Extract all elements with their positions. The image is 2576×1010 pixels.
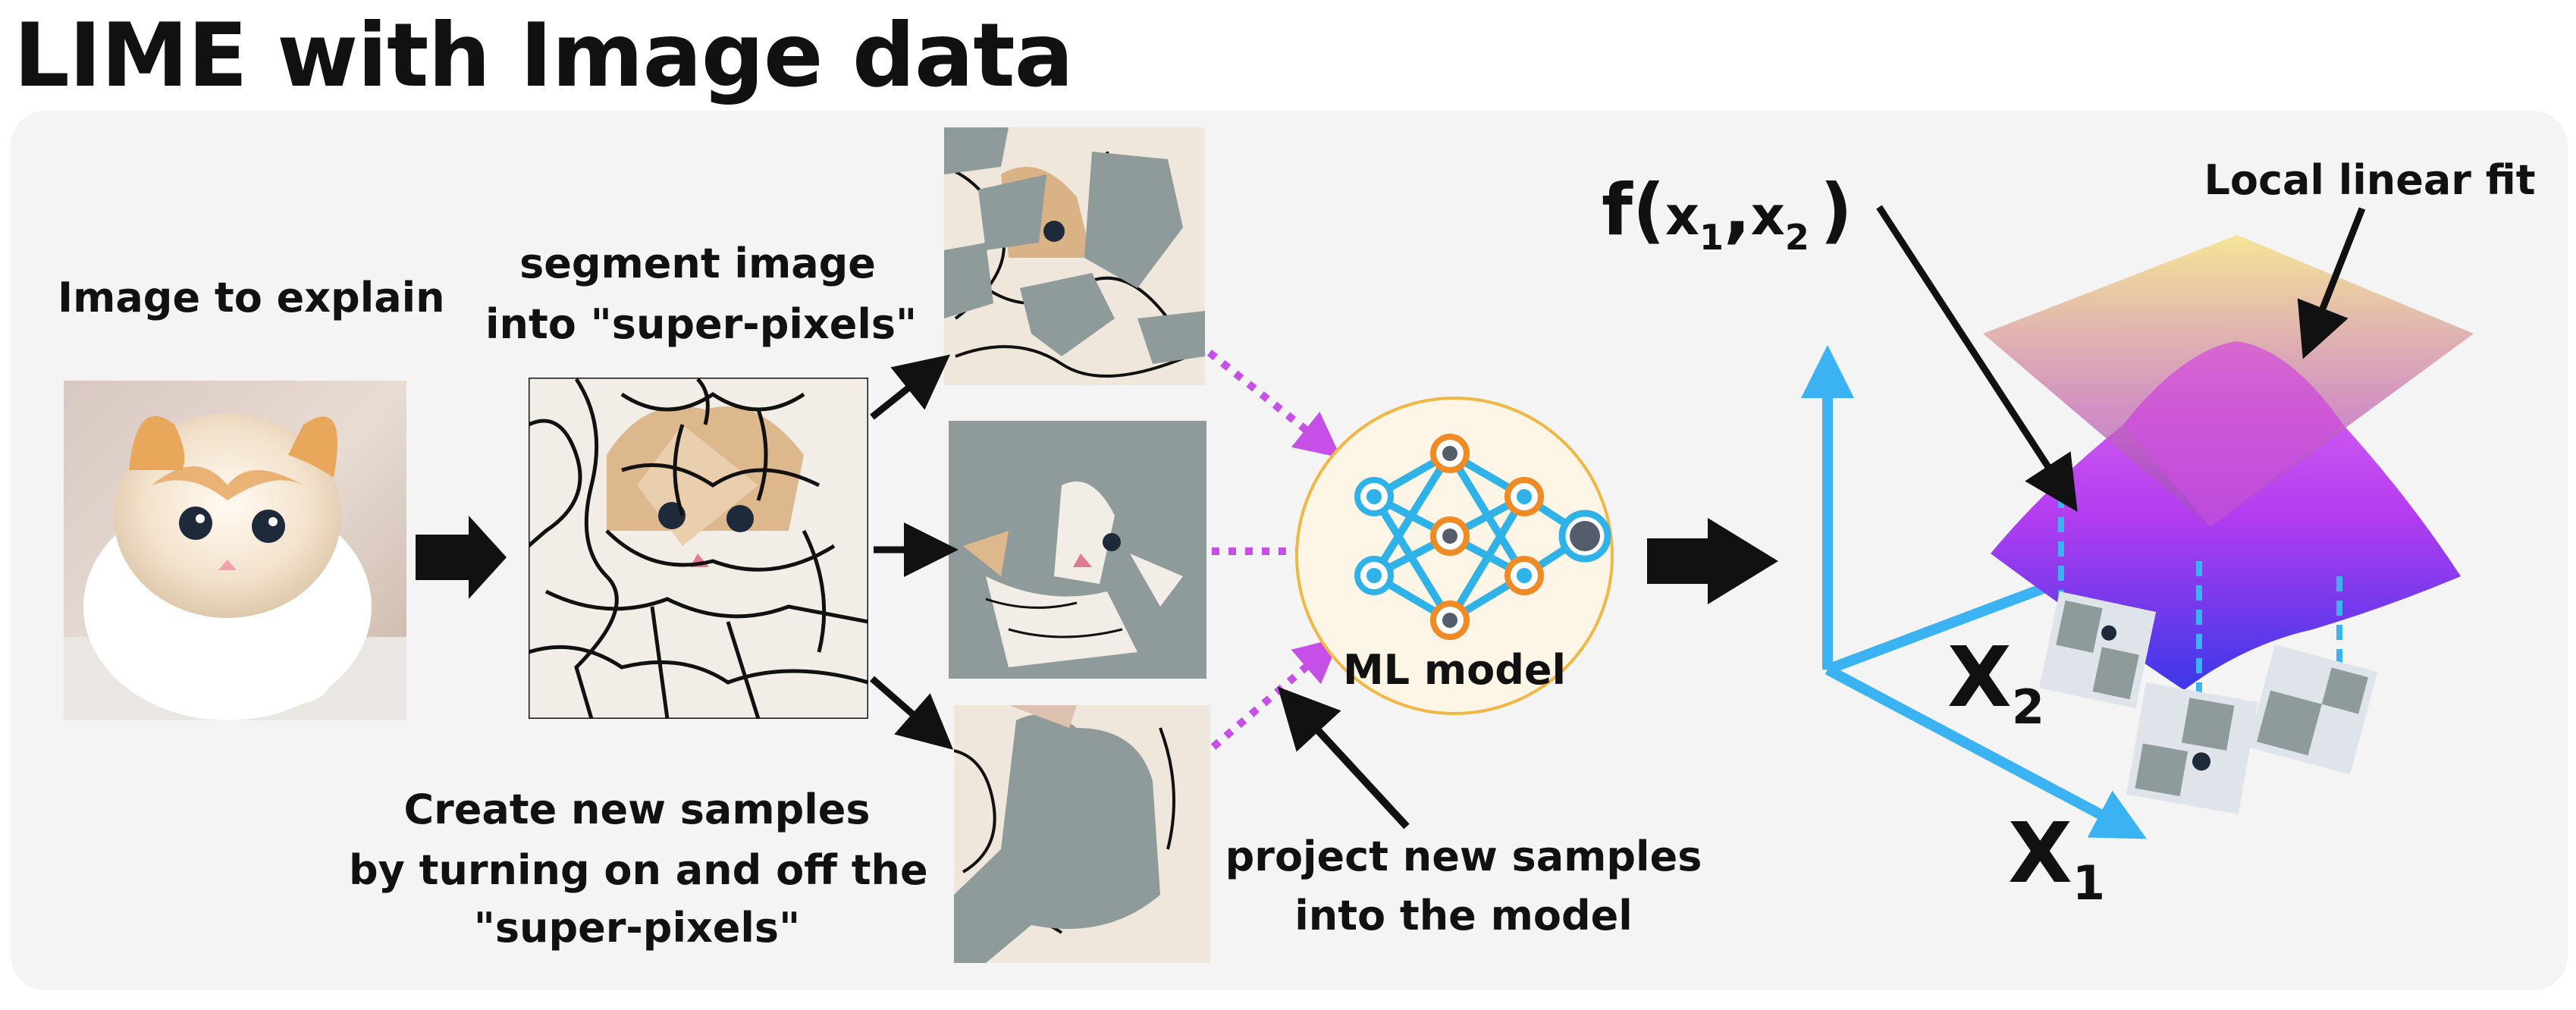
axis-x2-sub: 2 — [2011, 679, 2044, 735]
function-f: f( — [1602, 169, 1665, 252]
segment-label-line2: into "super-pixels" — [485, 300, 918, 348]
plot-sample-2 — [2126, 682, 2258, 814]
project-arrows — [1206, 350, 1346, 750]
axis-x2-label: X2 — [1947, 628, 2044, 757]
function-close: ) — [1819, 169, 1853, 252]
local-fit-label: Local linear fit — [2204, 156, 2536, 204]
sample-image-2 — [949, 421, 1206, 679]
sample-image-1 — [944, 127, 1205, 385]
split-arrows — [870, 354, 959, 750]
plot-sample-3 — [2247, 645, 2378, 775]
function-label: f(x1,x2) — [1602, 165, 1853, 283]
segmented-image — [529, 378, 868, 719]
segment-label-line1: segment image — [519, 240, 876, 287]
function-x2: x — [1750, 185, 1785, 247]
ml-model-node — [1295, 397, 1614, 715]
ml-model-label: ML model — [1342, 646, 1567, 694]
project-label-line1: project new samples — [1225, 833, 1702, 880]
arrow-to-plot — [1647, 518, 1778, 604]
function-x1-sub: 1 — [1699, 216, 1724, 258]
function-comma: , — [1724, 169, 1751, 252]
kitten-image — [64, 381, 406, 720]
arrow-to-segment — [416, 516, 507, 599]
local-fit-plot — [1801, 205, 2474, 839]
create-label-line3: "super-pixels" — [473, 904, 801, 952]
create-label-line2: by turning on and off the — [349, 846, 928, 894]
axis-x2-letter: X — [1947, 629, 2012, 726]
page-title: LIME with Image data — [14, 5, 1074, 107]
axis-x1-letter: X — [2008, 805, 2072, 902]
project-pointer-arrow — [1277, 686, 1410, 830]
project-label-line2: into the model — [1294, 892, 1633, 939]
image-to-explain-label: Image to explain — [58, 274, 445, 322]
function-x1: x — [1665, 185, 1700, 247]
axis-x1-label: X1 — [2008, 804, 2105, 933]
function-x2-sub: 2 — [1784, 216, 1809, 258]
plot-sample-1 — [2038, 591, 2157, 709]
create-label-line1: Create new samples — [403, 786, 871, 833]
axis-x1-sub: 1 — [2072, 855, 2105, 911]
sample-image-3 — [954, 705, 1210, 963]
